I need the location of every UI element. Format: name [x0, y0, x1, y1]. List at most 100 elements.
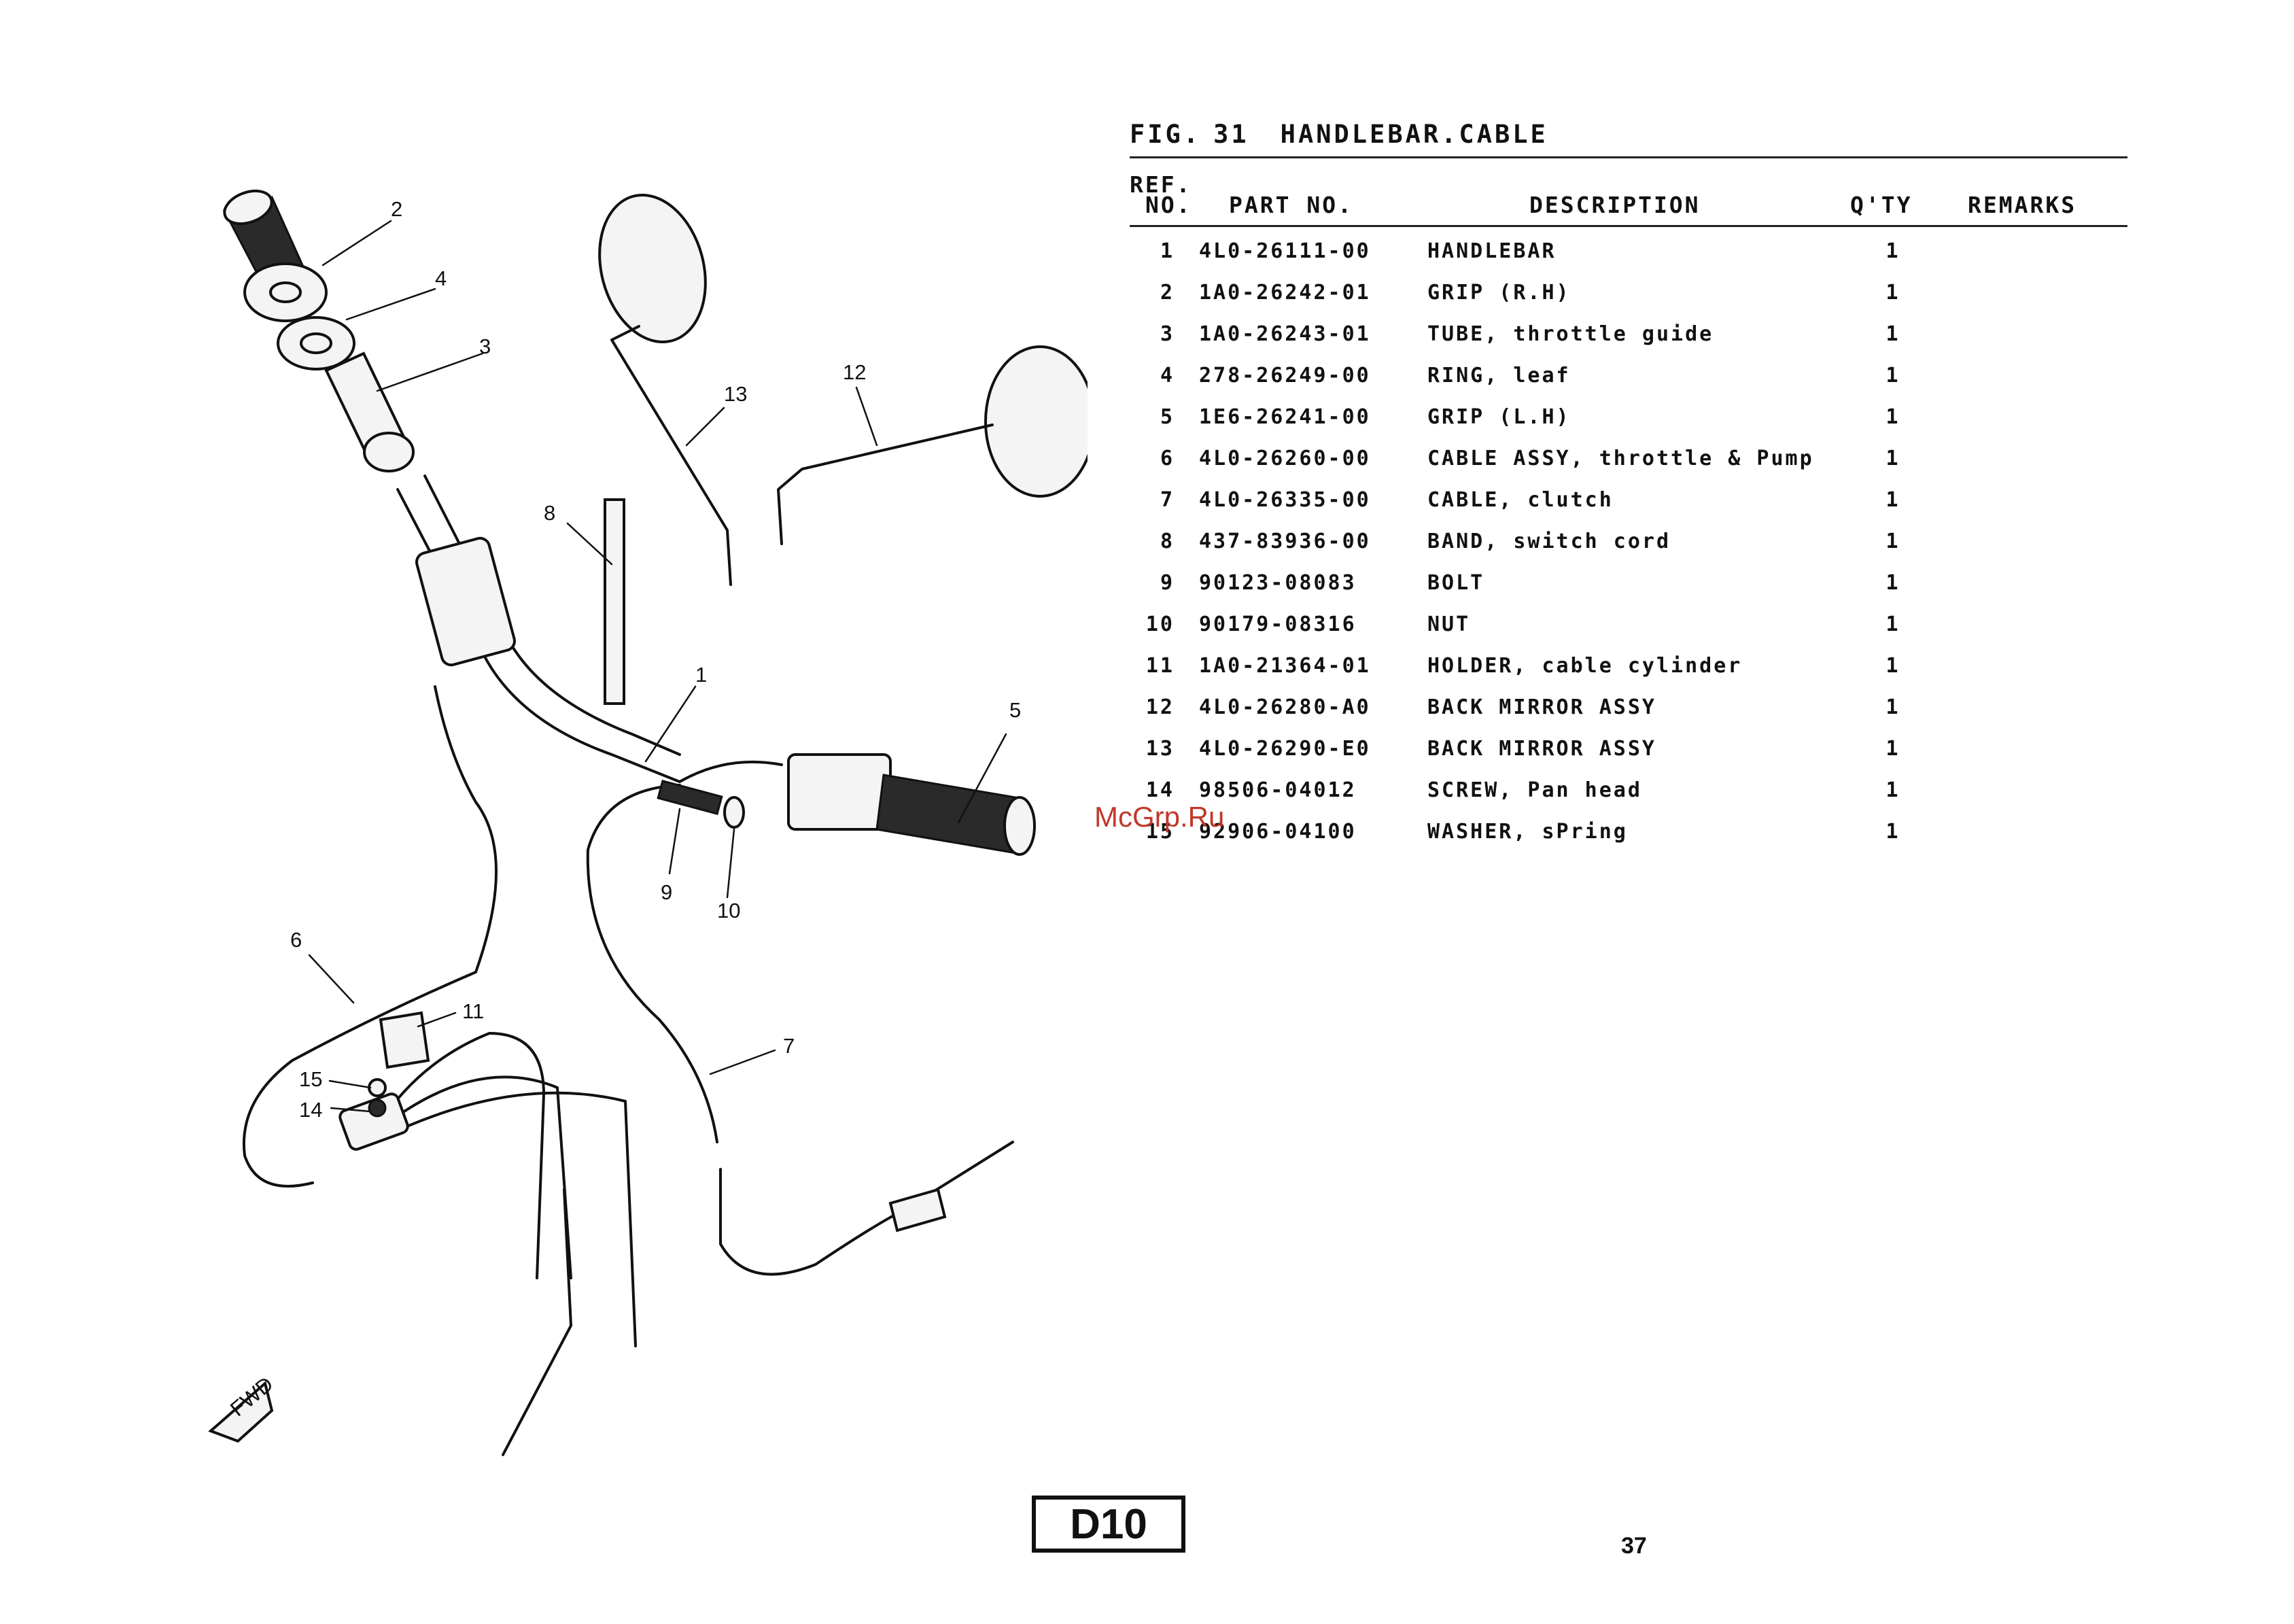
qty: 1 — [1885, 778, 1900, 802]
qty: 1 — [1885, 654, 1900, 678]
watermark: McGrp.Ru — [1094, 801, 1225, 833]
part-no: 98506-04012 — [1199, 778, 1357, 802]
table-row: 4 278-26249-00 RING, leaf 1 — [0, 364, 2294, 403]
table-row: 3 1A0-26243-01 TUBE, throttle guide 1 — [0, 322, 2294, 362]
callout-3: 3 — [479, 334, 491, 358]
qty: 1 — [1885, 820, 1900, 844]
qty: 1 — [1885, 737, 1900, 761]
part-no: 278-26249-00 — [1199, 364, 1371, 387]
qty: 1 — [1885, 571, 1900, 595]
ref-no: 6 — [1160, 447, 1175, 470]
diagram-svg: FWD 1 2 3 4 5 6 7 8 9 10 — [208, 189, 1096, 1456]
description: BOLT — [1427, 571, 1485, 595]
part-no: 4L0-26260-00 — [1199, 447, 1371, 470]
table-row: 2 1A0-26242-01 GRIP (R.H) 1 — [0, 281, 2294, 320]
ref-no: 13 — [1145, 737, 1175, 761]
description: GRIP (L.H) — [1427, 405, 1571, 429]
description: SCREW, Pan head — [1427, 778, 1642, 802]
callout-2: 2 — [391, 197, 402, 221]
part-no: 4L0-26335-00 — [1199, 488, 1371, 512]
part-no: 90179-08316 — [1199, 612, 1357, 636]
throttle-tube-drawing — [324, 351, 415, 472]
part-no: 92906-04100 — [1199, 820, 1357, 844]
header-part-no: PART NO. — [1229, 192, 1353, 218]
ref-no: 1 — [1160, 239, 1175, 263]
figure-name: HANDLEBAR.CABLE — [1280, 120, 1548, 149]
header-ref-line1: REF. — [1130, 171, 1192, 198]
description: TUBE, throttle guide — [1427, 322, 1714, 346]
part-no: 437-83936-00 — [1199, 530, 1371, 553]
table-row: 1 4L0-26111-00 HANDLEBAR 1 — [0, 239, 2294, 279]
description: CABLE, clutch — [1427, 488, 1614, 512]
switch-band-drawing — [604, 498, 625, 705]
description: GRIP (R.H) — [1427, 281, 1571, 305]
part-no: 4L0-26290-E0 — [1199, 737, 1371, 761]
ref-no: 5 — [1160, 405, 1175, 429]
qty: 1 — [1885, 447, 1900, 470]
part-no: 1E6-26241-00 — [1199, 405, 1371, 429]
qty: 1 — [1885, 695, 1900, 719]
figure-title: FIG. 31 HANDLEBAR.CABLE — [1130, 120, 1548, 149]
catalog-code-box: D10 — [1032, 1496, 1185, 1553]
figure-number: 31 — [1213, 120, 1249, 149]
ref-no: 2 — [1160, 281, 1175, 305]
description: BACK MIRROR ASSY — [1427, 737, 1656, 761]
description: RING, leaf — [1427, 364, 1571, 387]
header-qty: Q'TY — [1850, 192, 1913, 218]
clutch-cable-drawing — [586, 784, 1014, 1276]
callout-1: 1 — [695, 663, 707, 687]
table-row: 10 90179-08316 NUT 1 — [0, 612, 2294, 652]
part-no: 4L0-26280-A0 — [1199, 695, 1371, 719]
table-row: 9 90123-08083 BOLT 1 — [0, 571, 2294, 610]
handlebar-drawing — [396, 474, 892, 831]
callout-15: 15 — [299, 1067, 322, 1091]
ring-leaf-drawing — [243, 262, 355, 370]
grip-rh-drawing — [222, 189, 305, 283]
callout-9: 9 — [661, 880, 672, 904]
qty: 1 — [1885, 488, 1900, 512]
part-no: 1A0-26242-01 — [1199, 281, 1371, 305]
header-ref-line2: NO. — [1145, 192, 1192, 218]
header-remarks: REMARKS — [1968, 192, 2077, 218]
table-row: 13 4L0-26290-E0 BACK MIRROR ASSY 1 — [0, 737, 2294, 776]
callout-10: 10 — [717, 899, 740, 922]
callout-14: 14 — [299, 1098, 322, 1122]
qty: 1 — [1885, 322, 1900, 346]
figure-prefix: FIG. — [1130, 120, 1202, 149]
part-no: 90123-08083 — [1199, 571, 1357, 595]
ref-no: 11 — [1145, 654, 1175, 678]
ref-no: 9 — [1160, 571, 1175, 595]
exploded-parts-diagram: FWD 1 2 3 4 5 6 7 8 9 10 — [0, 0, 1096, 1621]
qty: 1 — [1885, 530, 1900, 553]
description: HOLDER, cable cylinder — [1427, 654, 1743, 678]
header-description: DESCRIPTION — [1529, 192, 1701, 218]
table-row: 15 92906-04100 WASHER, sPring 1 — [0, 820, 2294, 859]
leader-lines — [308, 220, 1007, 1113]
qty: 1 — [1885, 239, 1900, 263]
bolt-nut-drawing — [657, 779, 745, 829]
page-number: 37 — [1621, 1533, 1647, 1559]
callout-8: 8 — [544, 501, 555, 525]
table-row: 8 437-83936-00 BAND, switch cord 1 — [0, 530, 2294, 569]
description: NUT — [1427, 612, 1471, 636]
table-row: 5 1E6-26241-00 GRIP (L.H) 1 — [0, 405, 2294, 445]
qty: 1 — [1885, 612, 1900, 636]
mirror-12-drawing — [777, 345, 1096, 545]
header-rule — [1130, 225, 2127, 227]
table-row: 12 4L0-26280-A0 BACK MIRROR ASSY 1 — [0, 695, 2294, 735]
ref-no: 7 — [1160, 488, 1175, 512]
ref-no: 8 — [1160, 530, 1175, 553]
qty: 1 — [1885, 364, 1900, 387]
ref-no: 15 — [1145, 820, 1175, 844]
description: BACK MIRROR ASSY — [1427, 695, 1656, 719]
ref-no: 14 — [1145, 778, 1175, 802]
fwd-arrow-icon: FWD — [208, 1372, 278, 1443]
description: CABLE ASSY, throttle & Pump — [1427, 447, 1814, 470]
ref-no: 4 — [1160, 364, 1175, 387]
qty: 1 — [1885, 281, 1900, 305]
cable-holder-drawing — [368, 1011, 430, 1118]
callout-7: 7 — [783, 1034, 795, 1058]
part-no: 4L0-26111-00 — [1199, 239, 1371, 263]
description: WASHER, sPring — [1427, 820, 1628, 844]
callout-12: 12 — [843, 360, 866, 384]
